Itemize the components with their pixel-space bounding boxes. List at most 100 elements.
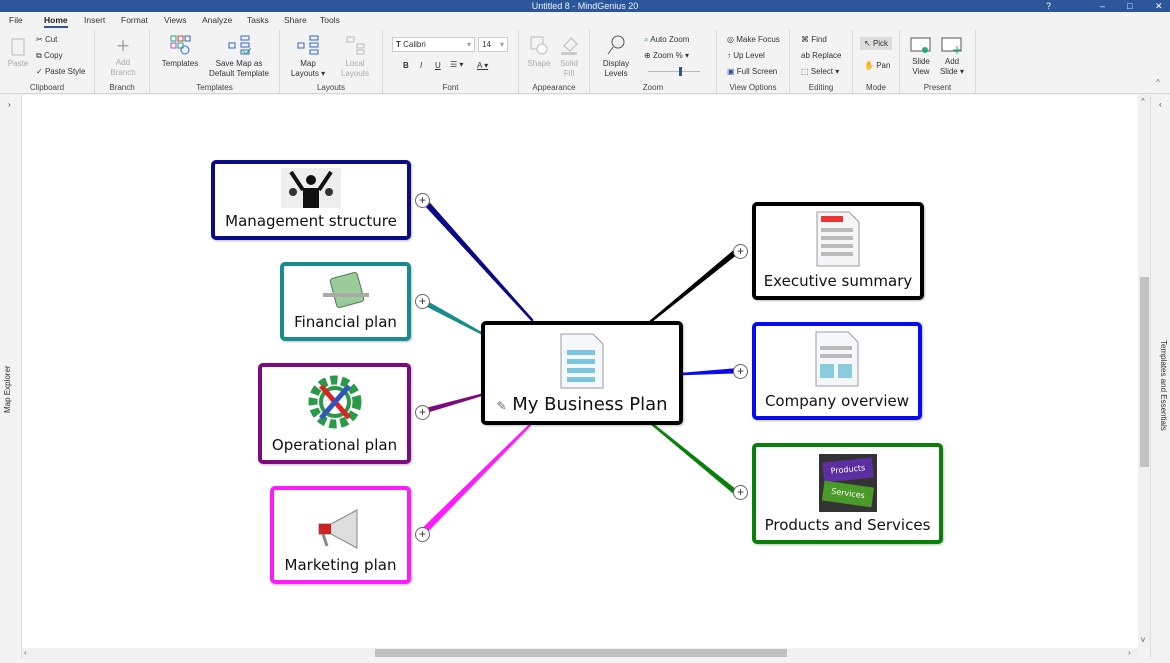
expand-marketing-button[interactable]: + [415,527,430,542]
topic-label: Executive summary [763,272,913,290]
auto-zoom-icon: ⌕ [644,35,649,44]
scroll-left-arrow[interactable]: ‹ [24,648,27,657]
make-focus-button[interactable]: ◎ Make Focus [727,35,780,44]
align-button[interactable]: ☰ ▾ [450,60,464,69]
select-button[interactable]: ⬚ Select ▾ [801,67,840,76]
topic-products-services[interactable]: Products Services Products and Services [752,443,943,544]
map-layouts-icon [297,35,319,55]
tab-share[interactable]: Share [284,15,307,25]
scroll-up-arrow[interactable]: ^ [1141,97,1145,106]
up-level-button[interactable]: ↑ Up Level [727,51,765,60]
add-branch-button[interactable]: +Add Branch [105,34,141,78]
templates-button[interactable]: Templates [160,34,200,69]
topic-label: Financial plan [294,313,397,331]
vertical-scrollbar[interactable]: ^ v [1138,95,1150,648]
zoom-percent-button[interactable]: ⊕ Zoom % ▾ [644,51,689,60]
topic-executive-summary[interactable]: Executive summary [752,202,924,300]
expand-financial-button[interactable]: + [415,294,430,309]
zoom-in-icon: ⊕ [644,51,651,60]
cut-button[interactable]: ✂ Cut [36,35,58,44]
expand-executive-button[interactable]: + [733,244,748,259]
zoom-slider[interactable] [648,67,700,76]
products-key: Products [821,457,874,483]
local-layouts-icon [346,36,365,55]
gear-tools-icon [308,375,361,429]
topic-label: Operational plan [271,436,398,454]
pan-button[interactable]: ✋ Pan [864,61,890,70]
tab-views[interactable]: Views [164,15,187,25]
save-default-label: Save Map as Default Template [209,59,269,78]
underline-button[interactable]: U [435,61,441,70]
maximize-button[interactable]: □ [1127,1,1133,11]
map-explorer-label[interactable]: Map Explorer [3,365,12,413]
pencil-icon[interactable]: ✎ [496,399,507,413]
map-layouts-button[interactable]: Map Layouts ▾ [288,34,328,79]
central-topic[interactable]: ✎ My Business Plan [481,321,683,425]
vertical-scroll-thumb[interactable] [1140,277,1149,467]
expand-management-button[interactable]: + [415,193,430,208]
document-icon [560,333,604,389]
font-size-select[interactable]: 14▾ [478,37,508,52]
auto-zoom-button[interactable]: ⌕ Auto Zoom [644,35,689,45]
add-slide-button[interactable]: Add Slide ▾ [938,36,966,77]
select-label: Select [810,67,834,76]
tab-tools[interactable]: Tools [320,15,340,25]
slide-view-label: Slide View [912,57,930,76]
find-button[interactable]: ⌘ Find [801,35,827,44]
copy-button[interactable]: ⧉ Copy [36,51,63,60]
find-label: Find [811,35,827,44]
bold-button[interactable]: B [403,61,409,70]
display-levels-button[interactable]: Display Levels [598,34,634,79]
topic-operational-plan[interactable]: Operational plan [258,363,411,464]
tab-analyze[interactable]: Analyze [202,15,233,25]
connector-executive [648,246,743,324]
expand-operational-button[interactable]: + [415,405,430,420]
tab-format[interactable]: Format [121,15,148,25]
scroll-down-arrow[interactable]: v [1141,635,1145,644]
font-family-select[interactable]: T Calibri▾ [392,37,475,52]
zoom-percent-label: Zoom % [652,51,683,60]
paste-style-button[interactable]: ✓ Paste Style [36,67,86,76]
shape-button[interactable]: Shape [525,34,553,69]
expand-left-pane-button[interactable]: › [8,100,11,109]
paste-button[interactable]: Paste [6,36,30,69]
italic-button[interactable]: I [420,61,423,70]
add-slide-icon [941,37,962,54]
present-group-label: Present [923,83,952,92]
expand-company-button[interactable]: + [733,364,748,379]
font-family-value: Calibri [403,40,426,49]
topic-marketing-plan[interactable]: Marketing plan [270,486,411,584]
topic-financial-plan[interactable]: Financial plan [280,262,411,341]
shape-icon [530,36,548,55]
map-template-icon [228,35,252,55]
slide-view-button[interactable]: Slide View [908,36,934,77]
full-screen-button[interactable]: ▣ Full Screen [727,67,777,76]
horizontal-scrollbar[interactable]: ‹ › [22,648,1138,658]
topic-company-overview[interactable]: Company overview [752,322,922,420]
tab-file[interactable]: File [9,15,23,25]
minimize-button[interactable]: – [1100,1,1106,11]
collapse-ribbon-button[interactable]: ^ [1156,78,1160,87]
expand-products-button[interactable]: + [733,485,748,500]
expand-right-pane-button[interactable]: ‹ [1159,100,1162,109]
templates-label: Templates [161,59,199,68]
templates-essentials-label[interactable]: Templates and Essentials [1159,340,1168,431]
scroll-right-arrow[interactable]: › [1128,648,1131,657]
topic-management-structure[interactable]: Management structure [211,160,411,240]
horizontal-scroll-thumb[interactable] [375,649,787,657]
help-button[interactable]: ? [1046,1,1052,11]
tab-tasks[interactable]: Tasks [247,15,269,25]
zoom-slider-thumb[interactable] [679,67,683,76]
replace-button[interactable]: ab Replace [801,51,842,60]
solid-fill-button[interactable]: Solid Fill [555,34,583,79]
editing-group-label: Editing [808,83,834,92]
pick-button[interactable]: ↖ Pick [860,37,893,50]
font-color-button[interactable]: A ▾ [477,61,489,70]
save-default-template-button[interactable]: Save Map as Default Template [205,34,273,79]
view-options-group-label: View Options [729,83,777,92]
local-layouts-button[interactable]: Local Layouts [335,34,375,79]
tab-insert[interactable]: Insert [84,15,106,25]
tab-home[interactable]: Home [44,15,68,28]
close-button[interactable]: ✕ [1155,1,1163,11]
shape-label: Shape [527,59,551,68]
